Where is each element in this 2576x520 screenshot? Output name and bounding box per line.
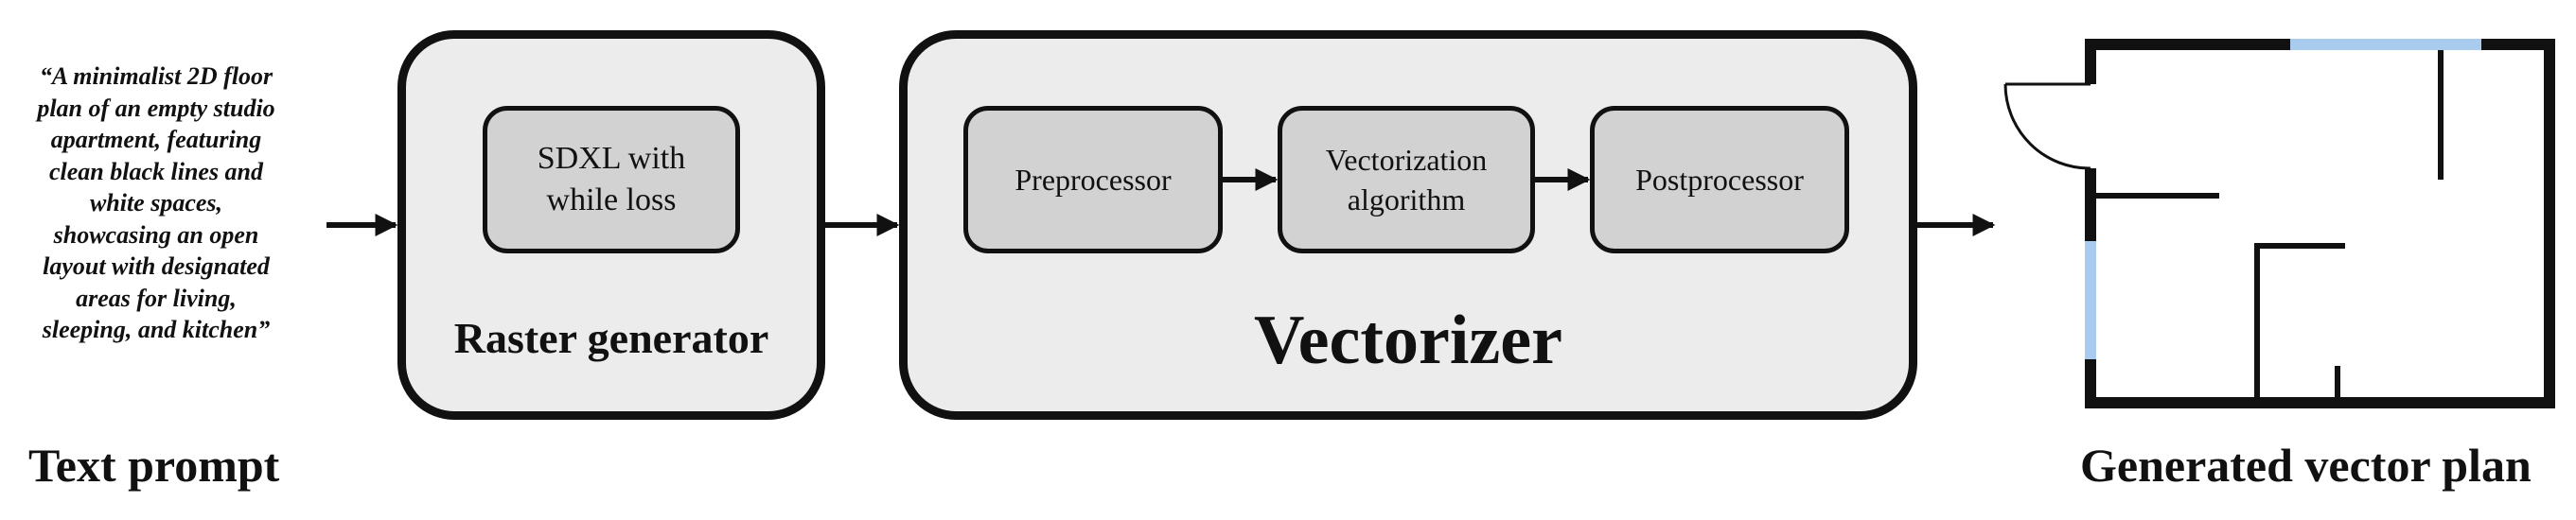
prompt-line: sleeping, and kitchen” [42, 316, 271, 343]
prompt-line: areas for living, [76, 284, 237, 312]
prompt-line: clean black lines and [48, 157, 264, 185]
postprocessor-box: Postprocessor [1590, 106, 1849, 253]
sdxl-line-2: while loss [546, 182, 677, 217]
door-swing [2003, 83, 2091, 170]
text-prompt-label: Text prompt [28, 439, 280, 492]
floor-plan [2003, 39, 2555, 408]
generated-plan-label: Generated vector plan [2080, 439, 2532, 492]
vectorization-algorithm-box: Vectorization algorithm [1278, 106, 1535, 253]
sdxl-line-1: SDXL with [537, 141, 686, 176]
postprocessor-label: Postprocessor [1635, 163, 1804, 197]
raster-generator-title: Raster generator [453, 314, 769, 362]
algorithm-line-1: Vectorization [1325, 143, 1488, 177]
prompt-line: apartment, featuring [50, 126, 262, 153]
text-prompt-content: “A minimalist 2D floor plan of an empty … [0, 61, 312, 346]
preprocessor-label: Preprocessor [1015, 163, 1172, 197]
prompt-line: showcasing an open [53, 220, 259, 249]
vectorizer-title: Vectorizer [1254, 302, 1562, 379]
sdxl-model-box: SDXL with while loss [483, 106, 740, 253]
prompt-line: “A minimalist 2D floor [39, 62, 273, 90]
prompt-line: plan of an empty studio [37, 94, 275, 122]
prompt-line: layout with designated [43, 252, 270, 280]
preprocessor-box: Preprocessor [963, 106, 1223, 253]
prompt-line: white spaces, [89, 189, 223, 217]
algorithm-line-2: algorithm [1347, 182, 1466, 217]
